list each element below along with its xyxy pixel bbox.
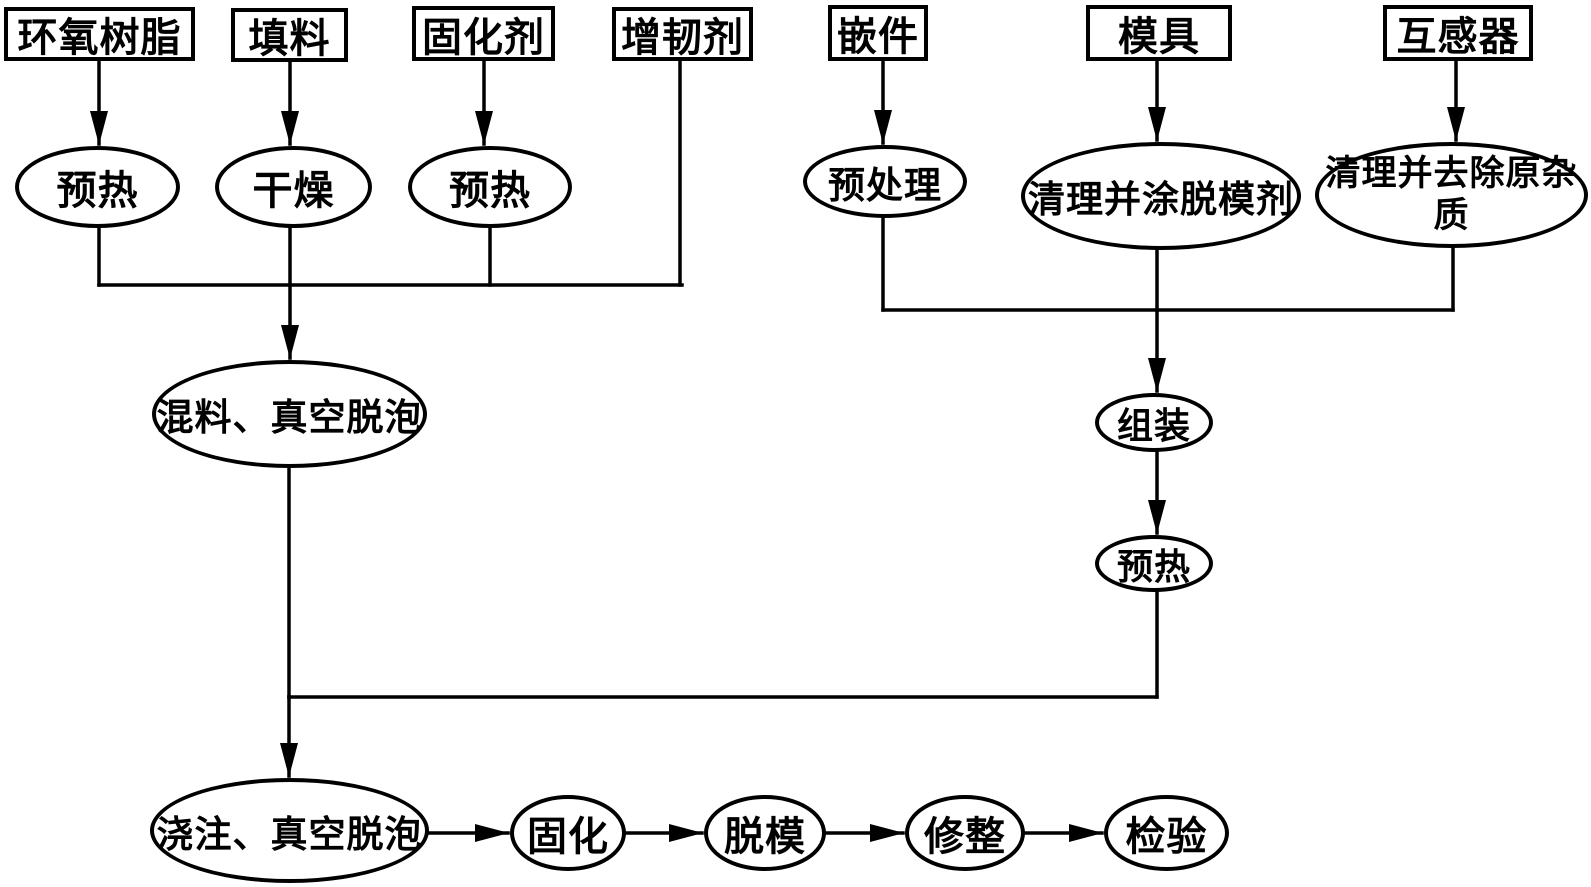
process-ellipse-mix-vacuum-degas: 混料、真空脱泡: [152, 360, 427, 468]
process-ellipse-trim: 修整: [905, 795, 1025, 871]
source-box-mold: 模具: [1086, 5, 1232, 61]
source-box-filler: 填料: [231, 8, 348, 62]
process-ellipse-preheat-curing-agent: 预热: [408, 146, 572, 228]
source-box-toughening-agent: 增韧剂: [612, 7, 753, 61]
source-box-insert: 嵌件: [828, 5, 928, 61]
source-box-curing-agent: 固化剂: [412, 6, 555, 61]
process-ellipse-preheat-epoxy: 预热: [15, 146, 180, 228]
source-box-instrument-transformer: 互感器: [1383, 5, 1533, 61]
process-ellipse-pretreat-insert: 预处理: [803, 145, 967, 218]
process-ellipse-demold: 脱模: [704, 795, 826, 871]
process-ellipse-clean-remove-impurities: 清理并去除原杂 质: [1315, 142, 1588, 248]
process-ellipse-clean-apply-release-agent: 清理并涂脱模剂: [1021, 142, 1301, 250]
process-ellipse-dry-filler: 干燥: [215, 146, 372, 228]
process-ellipse-pour-vacuum-degas: 浇注、真空脱泡: [150, 778, 429, 883]
process-ellipse-inspect: 检验: [1104, 795, 1229, 871]
source-box-epoxy-resin: 环氧树脂: [4, 7, 195, 61]
process-ellipse-preheat-mold-assembly: 预热: [1095, 535, 1213, 592]
process-ellipse-cure: 固化: [510, 795, 626, 871]
process-ellipse-assemble: 组装: [1095, 393, 1213, 452]
